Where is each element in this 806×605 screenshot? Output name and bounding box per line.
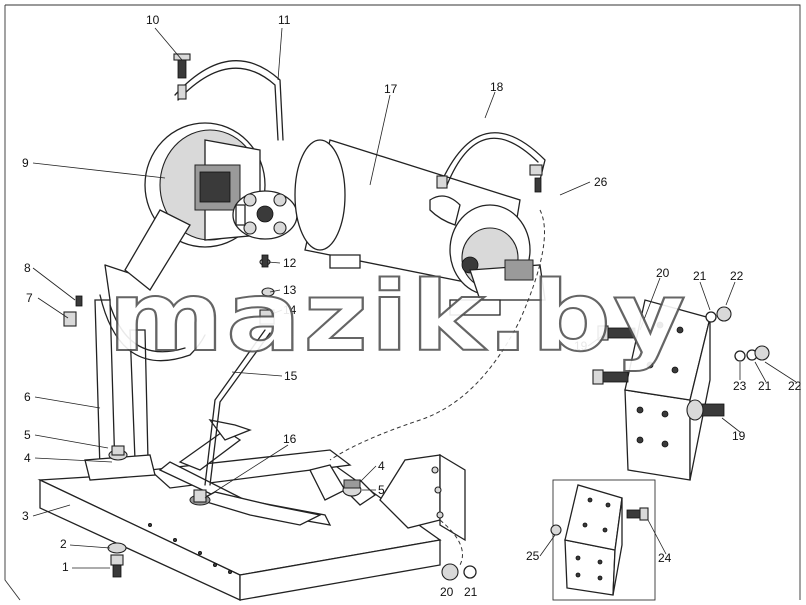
callout-22-top: 22 bbox=[730, 269, 744, 283]
callout-17: 17 bbox=[384, 82, 398, 96]
leader-lines bbox=[32, 27, 797, 569]
callout-22-mid: 22 bbox=[788, 379, 802, 393]
valve-hex-flange bbox=[232, 190, 298, 240]
mounting-bracket-right bbox=[379, 453, 466, 542]
nut-washer-20-21-bottom bbox=[441, 563, 477, 581]
callout-25: 25 bbox=[526, 549, 540, 563]
callout-1: 1 bbox=[62, 560, 69, 574]
nuts-washers-21-22-23 bbox=[705, 306, 770, 362]
callout-3: 3 bbox=[22, 509, 29, 523]
callout-18: 18 bbox=[490, 80, 504, 94]
dashed-hose-path-2 bbox=[439, 519, 463, 566]
callout-11: 11 bbox=[278, 13, 291, 27]
callout-13: 13 bbox=[283, 283, 297, 297]
bolts-19 bbox=[592, 325, 725, 421]
callout-9: 9 bbox=[22, 156, 29, 170]
callout-15: 15 bbox=[284, 369, 298, 383]
silencer-cylinder bbox=[294, 139, 546, 316]
callout-labels: 10 11 17 18 26 9 8 7 12 13 14 15 6 5 4 1… bbox=[22, 13, 802, 599]
clip-4-5-right bbox=[342, 479, 362, 497]
callout-12: 12 bbox=[283, 256, 297, 270]
callout-6: 6 bbox=[24, 390, 31, 404]
callout-8: 8 bbox=[24, 261, 31, 275]
clamp-band-18 bbox=[436, 132, 546, 193]
callout-14: 14 bbox=[283, 303, 297, 317]
callout-4-right: 4 bbox=[378, 459, 385, 473]
callout-16: 16 bbox=[283, 432, 297, 446]
callout-24: 24 bbox=[658, 551, 672, 565]
callout-2: 2 bbox=[60, 537, 67, 551]
callout-20: 20 bbox=[656, 266, 670, 280]
callout-21-bottom: 21 bbox=[464, 585, 478, 599]
callout-5-right: 5 bbox=[378, 483, 385, 497]
clamp-band-11 bbox=[174, 60, 284, 141]
callout-20-bottom: 20 bbox=[440, 585, 454, 599]
callout-26: 26 bbox=[594, 175, 608, 189]
dashed-hose-path bbox=[329, 209, 545, 461]
bolt-10 bbox=[173, 53, 191, 79]
callout-5-left: 5 bbox=[24, 428, 31, 442]
inset-detail-box bbox=[550, 479, 656, 601]
callout-4-left: 4 bbox=[24, 451, 31, 465]
connecting-tube bbox=[189, 254, 275, 506]
bolt-nut-1-2 bbox=[107, 542, 127, 578]
watermark-text: mazik.by bbox=[108, 261, 688, 373]
callout-10: 10 bbox=[146, 13, 160, 27]
sheet-frame bbox=[4, 4, 801, 601]
callout-21-top: 21 bbox=[693, 269, 707, 283]
callout-21-mid: 21 bbox=[758, 379, 772, 393]
callout-19-left: 19 bbox=[574, 339, 588, 353]
callout-19-right: 19 bbox=[732, 429, 746, 443]
callout-23: 23 bbox=[733, 379, 747, 393]
bracket-plate-20 bbox=[624, 299, 711, 481]
callout-7: 7 bbox=[26, 291, 33, 305]
hose-fitting-7-8 bbox=[63, 295, 83, 327]
